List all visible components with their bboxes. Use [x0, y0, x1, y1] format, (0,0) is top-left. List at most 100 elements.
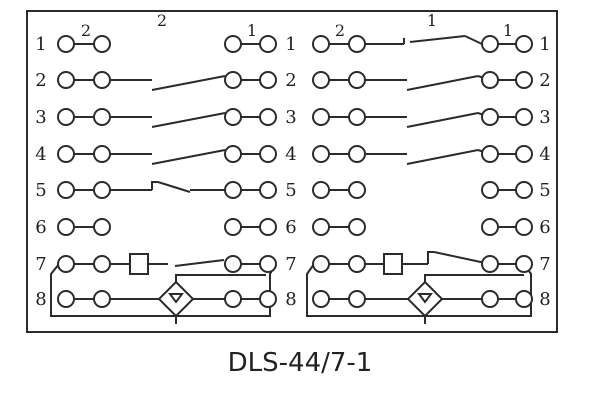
- row-label-mid-7: 7: [285, 254, 296, 275]
- terminal-R1-b: [348, 35, 366, 53]
- diagram-frame: [26, 10, 558, 333]
- terminal-L3-a: [57, 108, 75, 126]
- terminal-LR4-a: [224, 145, 242, 163]
- bridge-link-left: [175, 274, 266, 282]
- right-bridge: [406, 280, 444, 318]
- terminal-R6-a: [312, 218, 330, 236]
- terminal-LR7-a: [224, 255, 242, 273]
- contact-blade-R-row4: [406, 149, 479, 165]
- terminal-R6-b: [348, 218, 366, 236]
- terminal-L7-a: [57, 255, 75, 273]
- terminal-RR3-a: [481, 108, 499, 126]
- terminal-RR5-a: [481, 181, 499, 199]
- terminal-LR6-a: [224, 218, 242, 236]
- coil-right: [383, 253, 403, 275]
- terminal-R3-a: [312, 108, 330, 126]
- contact-blade-L-row2: [151, 75, 226, 91]
- terminal-LR6-b: [259, 218, 277, 236]
- terminal-RR8-a: [481, 290, 499, 308]
- row-label-right-6: 6: [539, 217, 550, 238]
- contact-stub-row5: [151, 181, 158, 190]
- wire-to-termR-row1: [464, 35, 483, 45]
- terminal-LR1-b: [259, 35, 277, 53]
- row-label-mid-3: 3: [285, 107, 296, 128]
- terminal-LR5-b: [259, 181, 277, 199]
- row-label-left-7: 7: [35, 254, 46, 275]
- row-label-left-4: 4: [35, 144, 46, 165]
- terminal-R3-b: [348, 108, 366, 126]
- contact-stub-R7: [427, 251, 434, 264]
- terminal-RR6-b: [515, 218, 533, 236]
- model-caption: DLS-44/7-1: [227, 348, 373, 378]
- row-label-mid-5: 5: [285, 180, 296, 201]
- terminal-LR3-a: [224, 108, 242, 126]
- terminal-R2-b: [348, 71, 366, 89]
- terminal-LR8-b: [259, 290, 277, 308]
- terminal-LR8-a: [224, 290, 242, 308]
- pair-label-right-1: 1: [503, 21, 513, 40]
- row-label-left-3: 3: [35, 107, 46, 128]
- terminal-L7-b: [93, 255, 111, 273]
- row-label-left-6: 6: [35, 217, 46, 238]
- terminal-RR6-a: [481, 218, 499, 236]
- loop-left-row7: [50, 263, 277, 317]
- contact-blade-R-row3: [406, 112, 479, 128]
- row-label-left-2: 2: [35, 70, 46, 91]
- contact-blade-R-row1: [409, 35, 466, 43]
- left-bridge: [157, 280, 195, 318]
- pair-label-right-2: 2: [335, 21, 345, 40]
- terminal-LR2-a: [224, 71, 242, 89]
- terminal-RR1-a: [481, 35, 499, 53]
- terminal-RR1-b: [515, 35, 533, 53]
- terminal-L5-a: [57, 181, 75, 199]
- terminal-L1-b: [93, 35, 111, 53]
- pair-label-left-1: 1: [247, 21, 257, 40]
- terminal-L3-b: [93, 108, 111, 126]
- terminal-L6-a: [57, 218, 75, 236]
- terminal-R8-a: [312, 290, 330, 308]
- row-label-left-5: 5: [35, 180, 46, 201]
- row-label-right-5: 5: [539, 180, 550, 201]
- row-label-left-1: 1: [35, 34, 46, 55]
- row-label-mid-8: 8: [285, 289, 296, 310]
- group-label-1: 1: [427, 11, 437, 30]
- contact-blade-R-row7: [433, 251, 491, 265]
- terminal-R2-a: [312, 71, 330, 89]
- row-label-right-1: 1: [539, 34, 550, 55]
- row-label-left-8: 8: [35, 289, 46, 310]
- terminal-RR2-a: [481, 71, 499, 89]
- terminal-L1-a: [57, 35, 75, 53]
- terminal-L2-a: [57, 71, 75, 89]
- row-label-right-3: 3: [539, 107, 550, 128]
- terminal-L4-a: [57, 145, 75, 163]
- terminal-R4-b: [348, 145, 366, 163]
- terminal-L8-a: [57, 290, 75, 308]
- row-label-mid-4: 4: [285, 144, 296, 165]
- terminal-R5-a: [312, 181, 330, 199]
- terminal-R7-a: [312, 255, 330, 273]
- terminal-RR7-b: [515, 255, 533, 273]
- row-label-mid-6: 6: [285, 217, 296, 238]
- terminal-RR4-b: [515, 145, 533, 163]
- terminal-RR7-a: [481, 255, 499, 273]
- contact-blade-L-row5: [157, 181, 191, 193]
- contact-blade-L-row4: [151, 149, 226, 165]
- terminal-LR3-b: [259, 108, 277, 126]
- terminal-R5-b: [348, 181, 366, 199]
- terminals: [57, 35, 533, 318]
- terminal-R8-b: [348, 290, 366, 308]
- group-label-2: 2: [157, 11, 167, 30]
- coil-left: [129, 253, 149, 275]
- contact-blade-L-row3: [151, 112, 226, 128]
- row-label-right-2: 2: [539, 70, 550, 91]
- terminal-R7-b: [348, 255, 366, 273]
- contact-blade-R-row2: [406, 75, 479, 91]
- terminal-R1-a: [312, 35, 330, 53]
- contact-blade-L-row7: [174, 259, 225, 267]
- loop-right-row7: [306, 263, 532, 317]
- terminal-L8-b: [93, 290, 111, 308]
- terminal-RR4-a: [481, 145, 499, 163]
- bridge-link-right: [424, 274, 524, 282]
